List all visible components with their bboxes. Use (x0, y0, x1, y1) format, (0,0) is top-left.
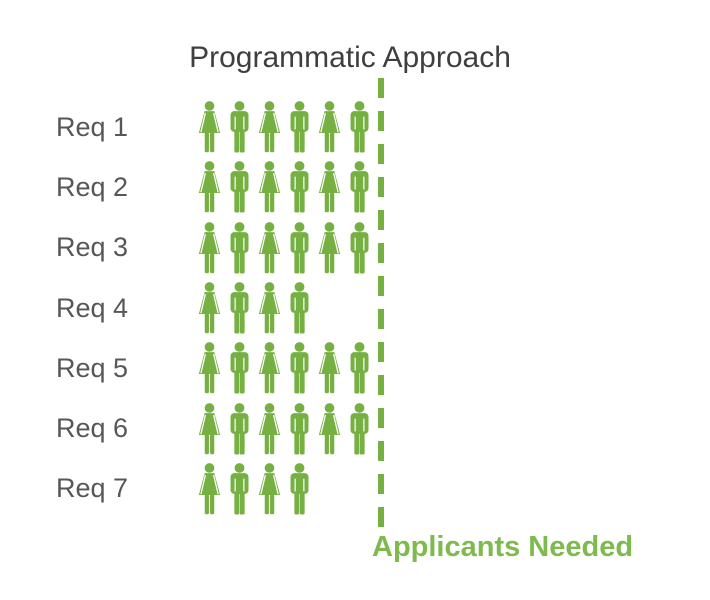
icon-group (196, 279, 313, 337)
pictogram-row: Req 6 (0, 398, 373, 458)
chart-title: Programmatic Approach (189, 41, 511, 74)
row-label: Req 5 (56, 352, 129, 383)
row-label: Req 3 (56, 232, 129, 263)
row-label: Req 4 (56, 292, 129, 323)
pictogram-row: Req 2 (0, 157, 373, 217)
icon-group (196, 158, 373, 216)
female-person-icon (256, 219, 283, 277)
female-person-icon (316, 158, 343, 216)
icon-group (196, 219, 373, 277)
male-person-icon (286, 400, 313, 458)
female-person-icon (256, 400, 283, 458)
pictogram-row: Req 3 (0, 218, 373, 278)
row-label: Req 1 (56, 111, 129, 142)
applicants-needed-dashed-line (378, 78, 384, 532)
male-person-icon (286, 279, 313, 337)
male-person-icon (226, 339, 253, 397)
female-person-icon (316, 98, 343, 156)
pictogram-row: Req 4 (0, 278, 373, 338)
pictogram-row: Req 1 (0, 97, 373, 157)
female-person-icon (316, 219, 343, 277)
female-person-icon (196, 158, 223, 216)
pictogram-row: Req 7 (0, 459, 373, 519)
male-person-icon (346, 98, 373, 156)
female-person-icon (196, 98, 223, 156)
female-person-icon (196, 400, 223, 458)
female-person-icon (196, 279, 223, 337)
female-person-icon (256, 339, 283, 397)
female-person-icon (196, 219, 223, 277)
male-person-icon (346, 339, 373, 397)
icon-group (196, 400, 373, 458)
male-person-icon (346, 158, 373, 216)
male-person-icon (226, 219, 253, 277)
male-person-icon (286, 219, 313, 277)
male-person-icon (346, 219, 373, 277)
male-person-icon (286, 158, 313, 216)
row-label: Req 2 (56, 171, 129, 202)
icon-group (196, 460, 313, 518)
female-person-icon (256, 98, 283, 156)
female-person-icon (196, 460, 223, 518)
male-person-icon (286, 339, 313, 397)
male-person-icon (226, 158, 253, 216)
female-person-icon (256, 460, 283, 518)
male-person-icon (226, 400, 253, 458)
icon-group (196, 339, 373, 397)
female-person-icon (316, 400, 343, 458)
row-label: Req 6 (56, 413, 129, 444)
male-person-icon (286, 98, 313, 156)
female-person-icon (256, 158, 283, 216)
applicants-needed-label: Applicants Needed (372, 531, 634, 563)
male-person-icon (286, 460, 313, 518)
male-person-icon (346, 400, 373, 458)
icon-group (196, 98, 373, 156)
female-person-icon (256, 279, 283, 337)
pictogram-rows: Req 1 Req 2 Req 3 Req 4 Req 5 Req 6 Req 7 (0, 97, 373, 519)
pictogram-row: Req 5 (0, 338, 373, 398)
female-person-icon (196, 339, 223, 397)
female-person-icon (316, 339, 343, 397)
row-label: Req 7 (56, 473, 129, 504)
male-person-icon (226, 460, 253, 518)
male-person-icon (226, 279, 253, 337)
male-person-icon (226, 98, 253, 156)
